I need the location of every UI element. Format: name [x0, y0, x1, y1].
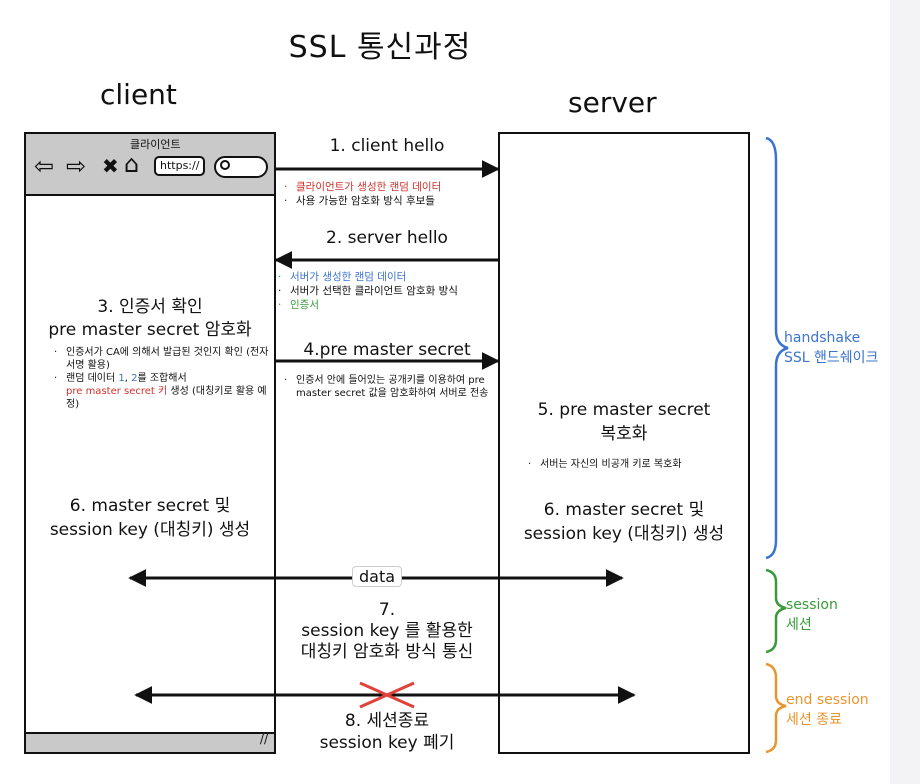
step3-title: 3. 인증서 확인 pre master secret 암호화: [26, 296, 274, 342]
step2-note-cipher: 서버가 선택한 클라이언트 암호화 방식: [276, 284, 498, 298]
step6-server-line1: 6. master secret 및: [543, 500, 705, 520]
step7-text: 7. session key 를 활용한 대칭키 암호화 방식 통신: [276, 600, 498, 663]
step3-notes: 인증서가 CA에 의해서 발급된 것인지 확인 (전자서명 활용) 랜덤 데이터…: [52, 346, 272, 411]
handshake-ko: SSL 핸드쉐이크: [784, 350, 879, 366]
step7-line1: 7.: [378, 600, 396, 620]
forward-icon[interactable]: ⇨: [66, 152, 87, 180]
server-heading: server: [568, 86, 657, 119]
browser-title: 클라이언트: [130, 138, 181, 151]
page-title: SSL 통신과정: [288, 30, 472, 65]
step8-line2: session key 폐기: [319, 733, 455, 753]
step8-text: 8. 세션종료 session key 폐기: [276, 710, 498, 754]
search-field[interactable]: [214, 156, 268, 178]
step4-label: 4.pre master secret: [303, 340, 471, 360]
scrollbar[interactable]: [890, 0, 920, 784]
handshake-brace: [765, 136, 789, 560]
url-field[interactable]: https://: [154, 156, 206, 176]
search-icon: [220, 160, 230, 170]
session-brace: [765, 568, 787, 654]
step6-client-line2: session key (대칭키) 생성: [49, 520, 251, 540]
end-session-ko: 세션 종료: [786, 712, 842, 728]
end-session-en: end session: [786, 692, 869, 708]
handshake-en: handshake: [784, 330, 861, 346]
client-browser-window: 클라이언트 ⇦ ⇨ ✖ ⌂ https:// //: [24, 132, 276, 754]
step1-note-random: 클라이언트가 생성한 랜덤 데이터: [282, 180, 502, 194]
step2-label: 2. server hello: [326, 228, 448, 248]
step2-note-cert: 인증서: [276, 298, 498, 312]
step5-line1: 5. pre master secret: [537, 400, 711, 420]
session-phase-label: session 세션: [786, 595, 838, 635]
step1-notes: 클라이언트가 생성한 랜덤 데이터 사용 가능한 암호화 방식 후보들: [282, 180, 502, 208]
step5-title: 5. pre master secret 복호화: [500, 398, 748, 446]
resize-grip-icon[interactable]: //: [259, 732, 268, 746]
step5-line2: 복호화: [600, 424, 648, 444]
step3-note-verify: 인증서가 CA에 의해서 발급된 것인지 확인 (전자서명 활용): [52, 346, 272, 372]
client-heading: client: [100, 78, 177, 111]
close-icon[interactable]: ✖: [102, 154, 119, 178]
data-label-text: data: [352, 566, 403, 587]
back-icon[interactable]: ⇦: [34, 152, 55, 180]
step6-client: 6. master secret 및 session key (대칭키) 생성: [26, 494, 274, 542]
step5-notes: 서버는 자신의 비공개 키로 복호화: [526, 458, 748, 472]
step4-notes: 인증서 안에 들어있는 공개키를 이용하여 pre master secret …: [282, 374, 492, 400]
session-en: session: [786, 597, 838, 613]
step8-line1: 8. 세션종료: [344, 711, 430, 731]
browser-status-bar: //: [26, 732, 274, 752]
cross-mark-icon: [359, 681, 415, 709]
end-session-brace: [765, 662, 787, 754]
step1-label: 1. client hello: [329, 136, 445, 156]
step1-note-ciphers: 사용 가능한 암호화 방식 후보들: [282, 194, 502, 208]
step2-notes: 서버가 생성한 랜덤 데이터 서버가 선택한 클라이언트 암호화 방식 인증서: [276, 270, 498, 312]
step7-line3: 대칭키 암호화 방식 통신: [300, 642, 474, 662]
session-ko: 세션: [786, 617, 812, 633]
browser-toolbar: 클라이언트 ⇦ ⇨ ✖ ⌂ https://: [26, 134, 274, 196]
step6-client-line1: 6. master secret 및: [69, 496, 231, 516]
step3-line1: 3. 인증서 확인: [97, 297, 203, 317]
step2-note-random: 서버가 생성한 랜덤 데이터: [276, 270, 498, 284]
server-box: [498, 132, 750, 754]
step6-server: 6. master secret 및 session key (대칭키) 생성: [500, 498, 748, 546]
step6-server-line2: session key (대칭키) 생성: [523, 524, 725, 544]
step5-note: 서버는 자신의 비공개 키로 복호화: [526, 458, 748, 472]
data-label: data: [352, 566, 403, 587]
step7-line2: session key 를 활용한: [301, 621, 473, 641]
handshake-phase-label: handshake SSL 핸드쉐이크: [784, 328, 878, 368]
end-session-phase-label: end session 세션 종료: [786, 690, 869, 730]
step4-note: 인증서 안에 들어있는 공개키를 이용하여 pre master secret …: [282, 374, 492, 400]
step3-line2: pre master secret 암호화: [48, 320, 252, 340]
home-icon[interactable]: ⌂: [124, 150, 140, 178]
